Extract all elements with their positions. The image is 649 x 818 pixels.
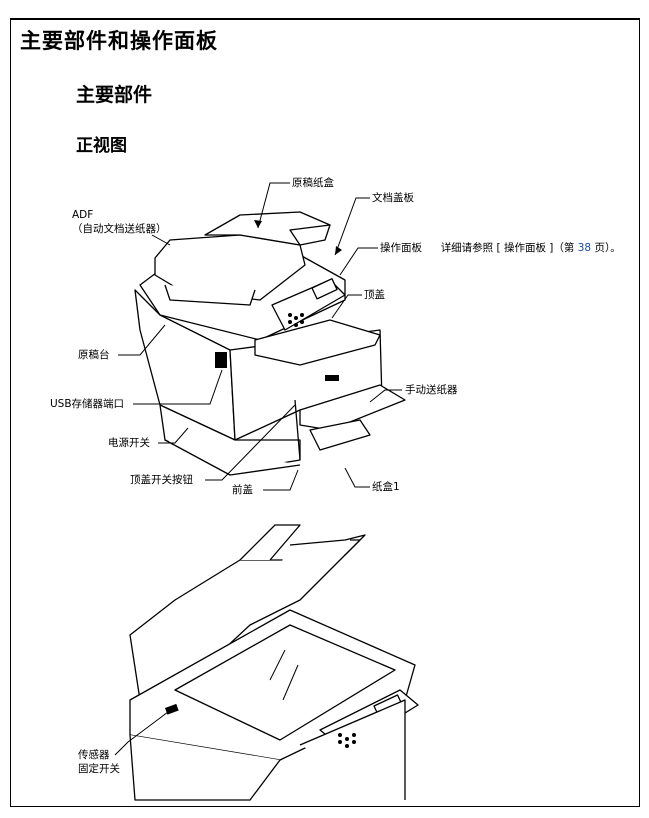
label-doc-cover: 文档盖板 xyxy=(372,192,414,204)
label-op-panel-ref: 详细请参照 [ 操作面板 ]（第 xyxy=(440,242,578,254)
label-op-panel: 操作面板 详细请参照 [ 操作面板 ]（第 38 页）。 xyxy=(380,241,621,255)
label-power-switch: 电源开关 xyxy=(108,437,150,449)
label-original-table: 原稿台 xyxy=(78,349,110,361)
label-adf-line1: ADF xyxy=(72,209,94,221)
label-front-cover: 前盖 xyxy=(232,484,253,496)
label-sensor-lock: 传感器 固定开关 xyxy=(78,748,120,776)
label-op-panel-ref-end: 页）。 xyxy=(591,242,621,254)
label-top-cover-button: 顶盖开关按钮 xyxy=(130,474,193,486)
label-original-tray: 原稿纸盒 xyxy=(292,177,334,189)
section-heading: 主要部件 xyxy=(76,84,153,106)
page-title: 主要部件和操作面板 xyxy=(20,29,218,53)
page-ref-link[interactable]: 38 xyxy=(577,242,592,254)
label-adf-line2: （自动文档送纸器） xyxy=(72,223,167,235)
label-top-cover: 顶盖 xyxy=(364,289,385,301)
label-tray1: 纸盒1 xyxy=(372,481,400,493)
top-rule xyxy=(10,18,640,20)
label-usb-port: USB存储器端口 xyxy=(50,398,125,410)
label-manual-feeder: 手动送纸器 xyxy=(405,384,458,396)
subsection-heading: 正视图 xyxy=(76,136,127,156)
label-adf: ADF （自动文档送纸器） xyxy=(72,208,167,236)
label-sensor-lock-line1: 传感器 xyxy=(78,749,110,761)
label-op-panel-text: 操作面板 xyxy=(380,242,422,254)
label-sensor-lock-line2: 固定开关 xyxy=(78,763,120,775)
